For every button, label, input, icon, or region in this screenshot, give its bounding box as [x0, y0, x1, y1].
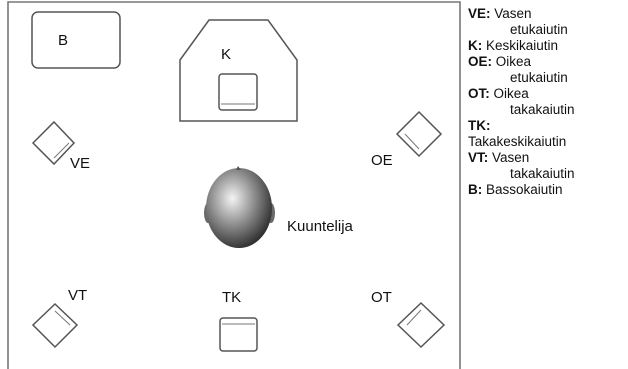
- legend-desc-cont: Takakeskikaiutin: [468, 134, 567, 149]
- label-b: B: [58, 32, 69, 49]
- legend-item-tk: TK: Takakeskikaiutin: [468, 118, 628, 150]
- legend-key: B:: [468, 182, 483, 197]
- legend-desc: Vasen: [492, 150, 530, 165]
- legend-item-oe: OE: Oikea etukaiutin: [468, 54, 628, 86]
- rear-center-speaker-tk: [219, 317, 258, 352]
- legend-desc: Vasen: [494, 6, 532, 21]
- room-walls: [7, 1, 461, 369]
- center-speaker-housing: [179, 19, 298, 122]
- rear-right-speaker-ot: [396, 301, 446, 349]
- label-listener: Kuuntelija: [287, 218, 353, 235]
- rear-left-speaker-vt: [31, 302, 79, 349]
- legend-desc-cont: takakaiutin: [510, 166, 575, 181]
- listener-head-icon: [204, 166, 275, 248]
- label-tk: TK: [222, 289, 242, 306]
- legend-desc-cont: takakaiutin: [510, 102, 575, 117]
- legend: VE: Vasen etukaiutin K: Keskikaiutin OE:…: [468, 6, 628, 198]
- legend-desc: Oikea: [495, 54, 532, 69]
- label-oe: OE: [371, 152, 393, 169]
- legend-item-ot: OT: Oikea takakaiutin: [468, 86, 628, 118]
- label-k: K: [221, 46, 232, 63]
- legend-desc: Keskikaiutin: [486, 38, 559, 53]
- legend-key: OT:: [468, 86, 490, 101]
- legend-key: OE:: [468, 54, 493, 69]
- legend-key: VE:: [468, 6, 491, 21]
- label-ve: VE: [70, 155, 91, 172]
- label-vt: VT: [68, 287, 88, 304]
- legend-desc-cont: etukaiutin: [510, 22, 568, 37]
- front-left-speaker-ve: [31, 120, 76, 166]
- label-ot: OT: [371, 289, 392, 306]
- legend-desc-cont: etukaiutin: [510, 70, 568, 85]
- legend-desc: Oikea: [493, 86, 529, 101]
- legend-key: K:: [468, 38, 483, 53]
- legend-item-ve: VE: Vasen etukaiutin: [468, 6, 628, 38]
- legend-key: VT:: [468, 150, 489, 165]
- subwoofer-speaker-b: [31, 11, 121, 69]
- legend-item-b: B: Bassokaiutin: [468, 182, 628, 198]
- legend-item-vt: VT: Vasen takakaiutin: [468, 150, 628, 182]
- front-right-speaker-oe: [395, 110, 443, 158]
- center-speaker-k: [218, 73, 258, 111]
- legend-key: TK:: [468, 118, 491, 133]
- legend-desc: Bassokaiutin: [486, 182, 563, 197]
- legend-item-k: K: Keskikaiutin: [468, 38, 628, 54]
